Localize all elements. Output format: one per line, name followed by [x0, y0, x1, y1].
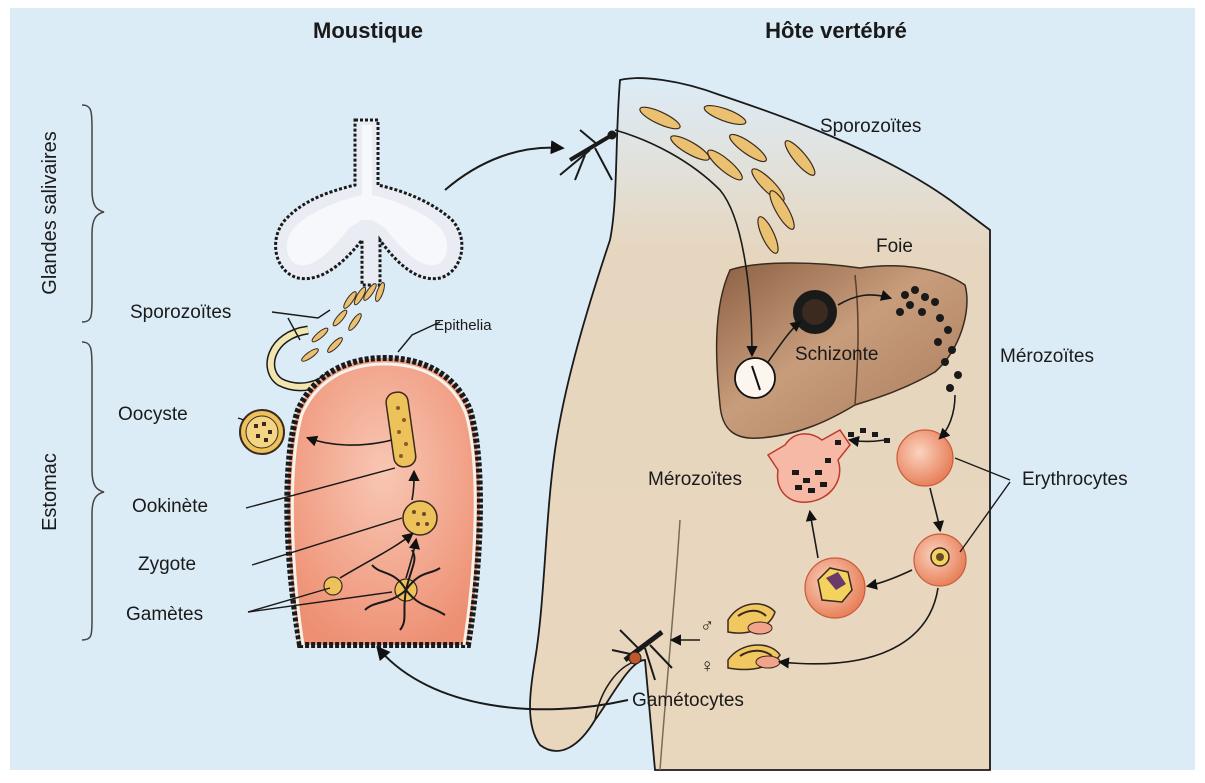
label-ookinete: Ookinète	[132, 496, 208, 517]
header-mosquito: Moustique	[313, 18, 423, 43]
label-salivary-glands: Glandes salivaires	[39, 131, 61, 294]
header-host: Hôte vertébré	[765, 18, 907, 43]
liver-infected-cell	[735, 358, 775, 398]
female-symbol: ♀	[700, 656, 714, 677]
label-erythrocytes: Erythrocytes	[1022, 469, 1128, 490]
label-liver: Foie	[876, 236, 913, 257]
label-sporozoites-host: Sporozoïtes	[820, 116, 921, 137]
label-oocyst: Oocyste	[118, 404, 188, 425]
label-gametocytes: Gamétocytes	[632, 690, 744, 711]
label-gametes: Gamètes	[126, 604, 203, 625]
label-schizont: Schizonte	[795, 344, 878, 365]
label-zygote: Zygote	[138, 554, 196, 575]
oocyst	[240, 410, 284, 454]
zygote	[403, 501, 437, 535]
label-merozoites-blood: Mérozoïtes	[648, 469, 742, 490]
label-merozoites-liver: Mérozoïtes	[1000, 346, 1094, 367]
label-sporozoites-mosquito: Sporozoïtes	[130, 302, 231, 323]
schizont-cell	[793, 290, 837, 334]
erythrocyte-trophozoite	[805, 558, 865, 618]
erythrocyte	[897, 430, 953, 486]
erythrocyte-ring-stage	[914, 534, 966, 586]
label-stomach: Estomac	[39, 453, 61, 531]
male-symbol: ♂	[700, 616, 714, 637]
label-epithelia: Epithelia	[434, 317, 492, 334]
